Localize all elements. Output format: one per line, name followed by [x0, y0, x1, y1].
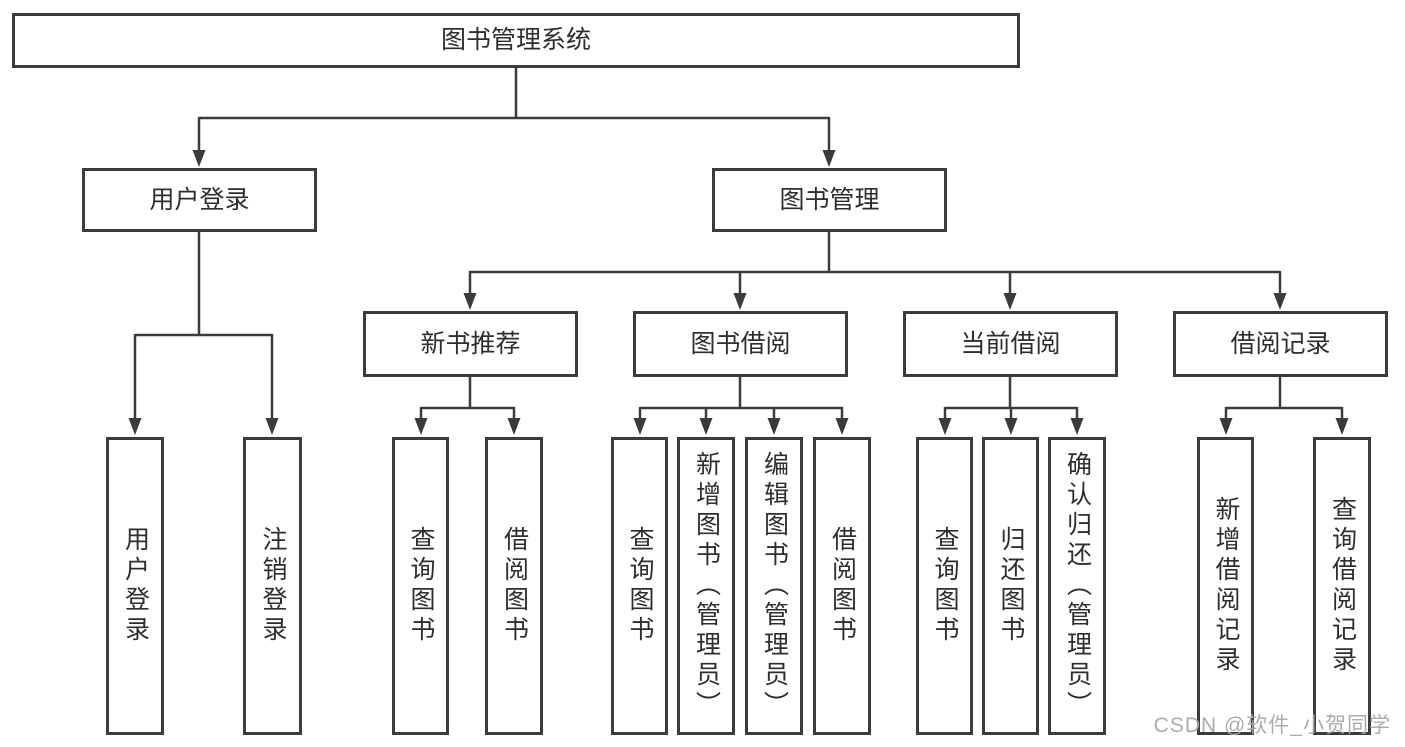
node-leaf-query-books-3: 查询图书 [916, 437, 973, 735]
node-leaf-query-borrow-record: 查询借阅记录 [1313, 437, 1371, 735]
leaf-label: 查询借阅记录 [1328, 496, 1357, 676]
arrowheads [128, 150, 1349, 435]
node-leaf-add-borrow-record: 新增借阅记录 [1197, 437, 1254, 735]
node-root: 图书管理系统 [12, 13, 1020, 68]
node-book-management-branch: 图书管理 [712, 168, 947, 232]
leaf-label: 借阅图书 [500, 526, 529, 646]
leaf-label: 借阅图书 [828, 526, 857, 646]
leaf-label: 归还图书 [997, 526, 1025, 646]
leaf-label: 查询图书 [407, 526, 435, 646]
node-leaf-confirm-return-admin: 确认归还（管理员） [1048, 437, 1106, 735]
node-leaf-edit-books-admin: 编辑图书（管理员） [745, 437, 803, 735]
node-leaf-query-books-2: 查询图书 [611, 437, 668, 735]
node-leaf-borrow-books-1: 借阅图书 [485, 437, 543, 735]
node-leaf-borrow-books-2: 借阅图书 [813, 437, 871, 735]
leaf-label: 查询图书 [626, 526, 654, 646]
leaf-label: 确认归还（管理员） [1063, 451, 1092, 721]
node-leaf-logout: 注销登录 [243, 437, 302, 735]
leaf-label: 新增借阅记录 [1212, 496, 1240, 676]
node-new-book-recommend: 新书推荐 [363, 311, 578, 377]
node-borrowing-records: 借阅记录 [1173, 311, 1388, 377]
leaf-label: 查询图书 [931, 526, 959, 646]
node-leaf-return-books: 归还图书 [982, 437, 1039, 735]
leaf-label: 注销登录 [259, 526, 287, 646]
csdn-watermark: CSDN @软件_小贺同学 [1153, 714, 1391, 737]
node-book-borrowing: 图书借阅 [633, 311, 848, 377]
node-leaf-query-books-1: 查询图书 [392, 437, 449, 735]
leaf-label: 新增图书（管理员） [692, 451, 721, 721]
node-current-borrowing: 当前借阅 [903, 311, 1118, 377]
node-leaf-add-books-admin: 新增图书（管理员） [677, 437, 735, 735]
node-leaf-user-login: 用户登录 [106, 437, 164, 735]
leaf-label: 编辑图书（管理员） [760, 451, 789, 721]
node-user-login-branch: 用户登录 [82, 168, 317, 232]
leaf-label: 用户登录 [121, 526, 150, 646]
